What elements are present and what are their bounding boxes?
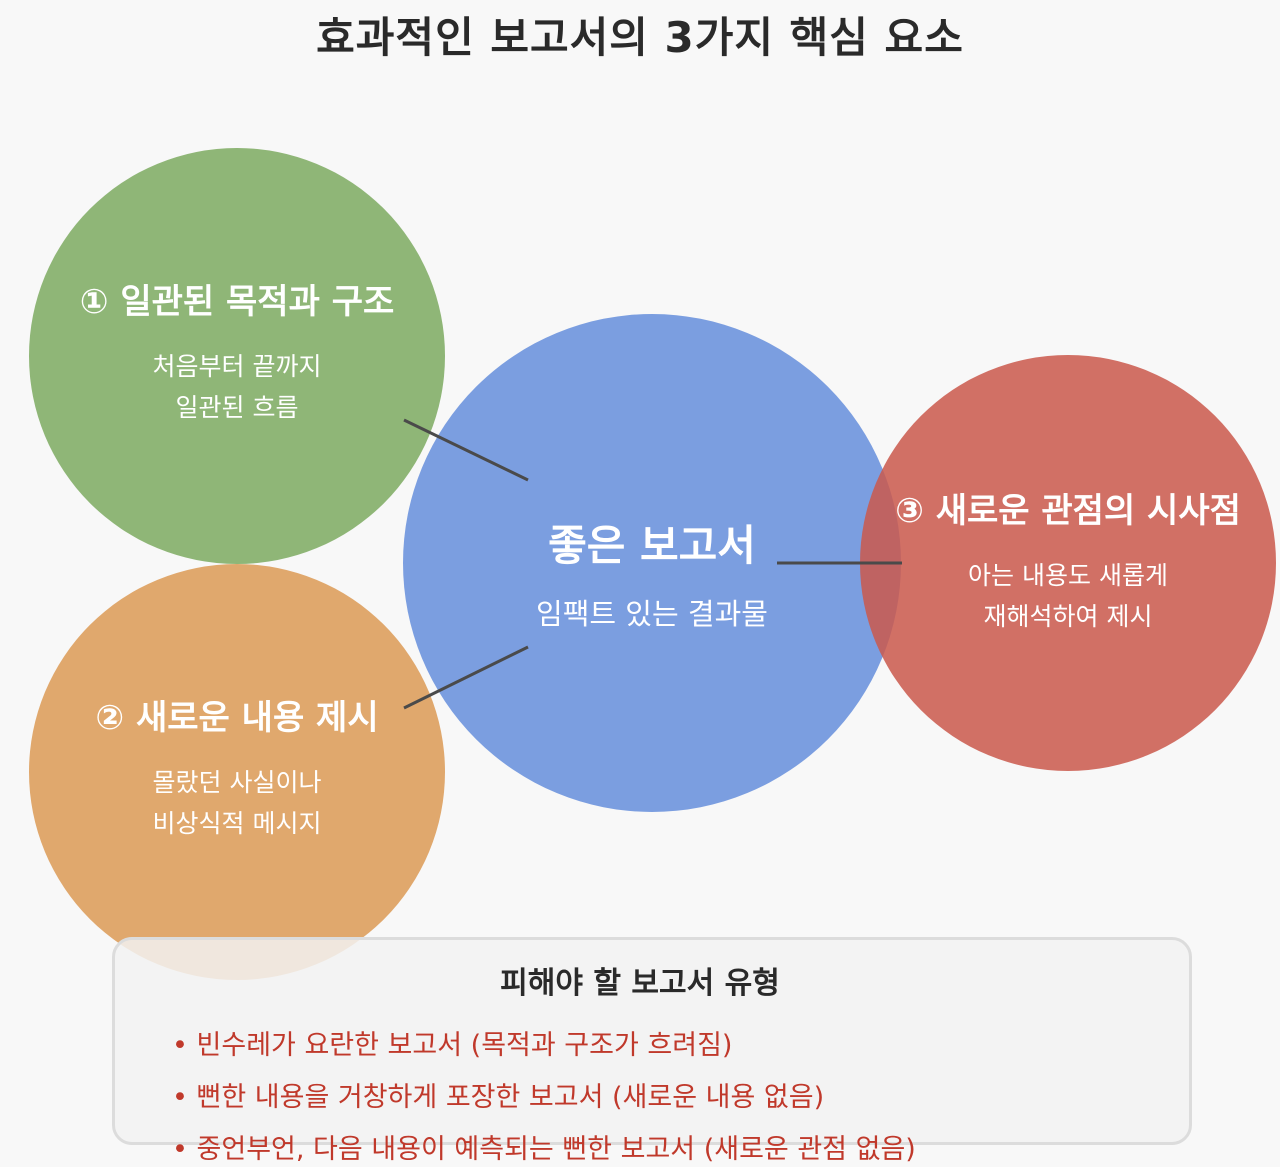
circle-good-report: [403, 314, 901, 812]
element-description-line: 몰랐던 사실이나: [152, 768, 322, 797]
element-description-line: 처음부터 끝까지: [152, 352, 322, 381]
element-description-line: 비상식적 메시지: [152, 809, 322, 838]
element-description: 아는 내용도 새롭게 재해석하여 제시: [863, 555, 1273, 637]
center-heading: 좋은 보고서: [548, 521, 756, 570]
element-heading: ③ 새로운 관점의 시사점: [895, 491, 1241, 531]
page-title: 효과적인 보고서의 3가지 핵심 요소: [316, 13, 964, 62]
element-description-line: 아는 내용도 새롭게: [968, 561, 1168, 590]
avoid-list-item: • 중언부언, 다음 내용이 예측되는 뻔한 보고서 (새로운 관점 없음): [172, 1134, 916, 1165]
avoid-list-item: • 뻔한 내용을 거창하게 포장한 보고서 (새로운 내용 없음): [172, 1082, 825, 1113]
circle-new-content: [29, 564, 445, 980]
circle-purpose-structure: [29, 148, 445, 564]
avoid-panel-title: 피해야 할 보고서 유형: [500, 966, 780, 1001]
element-purpose-structure: ① 일관된 목적과 구조 처음부터 끝까지 일관된 흐름: [37, 282, 437, 428]
element-description: 처음부터 끝까지 일관된 흐름: [37, 346, 437, 428]
element-description: 몰랐던 사실이나 비상식적 메시지: [37, 762, 437, 844]
element-heading: ① 일관된 목적과 구조: [79, 282, 395, 322]
avoid-panel: [112, 937, 1192, 1145]
center-description: 임팩트 있는 결과물: [536, 597, 768, 631]
element-heading: ② 새로운 내용 제시: [95, 698, 379, 738]
avoid-list: • 빈수레가 요란한 보고서 (목적과 구조가 흐려짐) • 뻔한 내용을 거창…: [172, 1020, 916, 1167]
connector-line-purpose: [403, 418, 529, 482]
center-good-report: 좋은 보고서 임팩트 있는 결과물: [452, 522, 852, 632]
element-new-perspective: ③ 새로운 관점의 시사점 아는 내용도 새롭게 재해석하여 제시: [863, 491, 1273, 637]
circle-new-perspective: [860, 355, 1276, 771]
element-new-content: ② 새로운 내용 제시 몰랐던 사실이나 비상식적 메시지: [37, 698, 437, 844]
connector-line-content: [403, 645, 529, 710]
element-description-line: 일관된 흐름: [175, 393, 299, 422]
element-description-line: 재해석하여 제시: [983, 602, 1153, 631]
avoid-list-item: • 빈수레가 요란한 보고서 (목적과 구조가 흐려짐): [172, 1030, 733, 1061]
